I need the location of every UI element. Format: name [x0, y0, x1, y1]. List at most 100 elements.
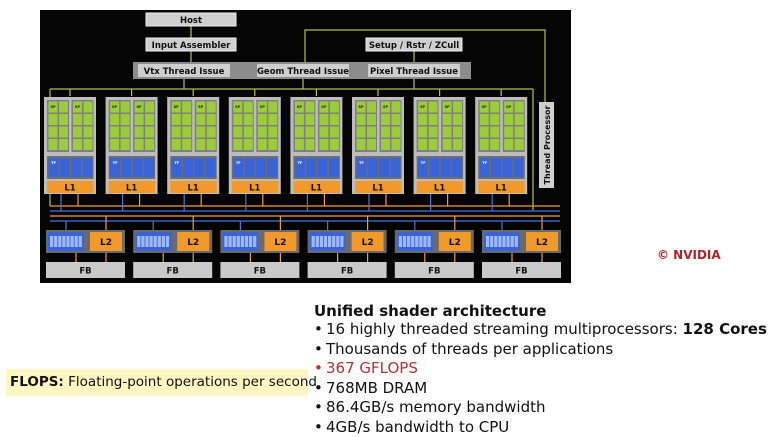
sp-core — [294, 126, 304, 138]
texture-unit — [328, 158, 339, 177]
sp-core — [206, 139, 216, 150]
architecture-summary: Unified shader architecture 16 highly th… — [314, 302, 780, 437]
l1-label: L1 — [372, 184, 383, 194]
bullet-multiprocessors: 16 highly threaded streaming multiproces… — [314, 320, 780, 340]
l2-label: L2 — [536, 238, 548, 248]
sp-core — [391, 101, 401, 113]
rop-cell — [161, 236, 165, 247]
sp-core — [391, 126, 401, 138]
copyright-notice: © NVIDIA — [657, 248, 721, 262]
sp-core — [329, 139, 339, 150]
rop-cell — [402, 236, 407, 247]
texture-block — [47, 156, 94, 179]
sp-core — [206, 114, 216, 125]
texture-unit — [205, 158, 216, 177]
texture-unit — [244, 158, 255, 177]
fb-label: FB — [79, 267, 91, 277]
rop-cell — [510, 236, 514, 247]
frame-buffer — [307, 262, 387, 278]
rop-cell — [244, 236, 249, 247]
architecture-bullet-list: 16 highly threaded streaming multiproces… — [314, 320, 780, 437]
sp-label: SP — [136, 105, 142, 109]
sp-core — [206, 101, 216, 113]
sp-core — [182, 114, 192, 125]
sp-core — [73, 101, 82, 113]
sp-core — [83, 139, 93, 150]
sp-core — [145, 101, 155, 113]
sp-core — [418, 101, 428, 113]
rop-unit — [135, 232, 172, 251]
sp-core — [243, 114, 253, 125]
rop-cell — [336, 236, 340, 247]
sp-core — [171, 114, 181, 125]
rop-cell — [319, 236, 323, 247]
sp-core — [59, 139, 68, 150]
sp-core — [514, 101, 524, 113]
sp-core — [48, 114, 58, 125]
fb-label: FB — [167, 267, 179, 277]
flops-term: FLOPS: — [10, 374, 64, 390]
texture-unit — [233, 158, 244, 177]
sp-label: SP — [321, 105, 327, 109]
sp-core — [171, 139, 181, 150]
input-assembler-box — [145, 37, 237, 52]
tf-label: TF — [421, 161, 426, 165]
sp-core — [391, 139, 401, 150]
rop-cell — [157, 236, 161, 247]
rop-cell — [249, 236, 253, 247]
texture-unit — [513, 158, 524, 177]
frame-buffer — [46, 262, 125, 278]
texture-unit — [429, 158, 440, 177]
rop-cell — [54, 236, 58, 247]
sp-core — [442, 126, 452, 138]
sp-core — [182, 101, 192, 113]
sp-core — [504, 101, 514, 113]
sp-core — [381, 114, 390, 125]
sp-core — [83, 114, 93, 125]
pixel-thread-issue-box — [368, 64, 460, 77]
sp-core — [294, 114, 304, 125]
sp-core — [479, 114, 489, 125]
sp-core — [428, 126, 438, 138]
sp-label: SP — [506, 105, 512, 109]
sp-label: SP — [112, 105, 118, 109]
l2-cache — [90, 232, 122, 251]
rop-cell — [62, 236, 66, 247]
rop-cell — [315, 236, 319, 247]
rop-cell — [415, 236, 419, 247]
rop-cell — [240, 236, 244, 247]
sp-core — [329, 114, 339, 125]
sp-core — [48, 101, 58, 113]
sp-core — [294, 139, 304, 150]
sp-core — [367, 114, 376, 125]
sp-core — [120, 126, 130, 138]
texture-unit — [48, 158, 59, 177]
sp-label: SP — [358, 105, 364, 109]
sp-label: SP — [444, 105, 450, 109]
sp-core — [319, 101, 329, 113]
sp-core — [490, 101, 500, 113]
sp-core — [356, 101, 366, 113]
sp-core — [381, 101, 390, 113]
sp-core — [453, 114, 463, 125]
l1-cache — [170, 181, 217, 193]
sp-core — [134, 114, 144, 125]
sp-core — [428, 139, 438, 150]
tf-label: TF — [113, 161, 118, 165]
l1-label: L1 — [64, 184, 75, 194]
sp-core — [120, 114, 130, 125]
l1-label: L1 — [249, 184, 260, 194]
sp-core — [428, 114, 438, 125]
texture-unit — [267, 158, 278, 177]
texture-block — [416, 156, 464, 179]
sp-label: SP — [260, 105, 266, 109]
texture-unit — [356, 158, 367, 177]
rop-cell — [486, 236, 490, 247]
texture-unit — [390, 158, 401, 177]
